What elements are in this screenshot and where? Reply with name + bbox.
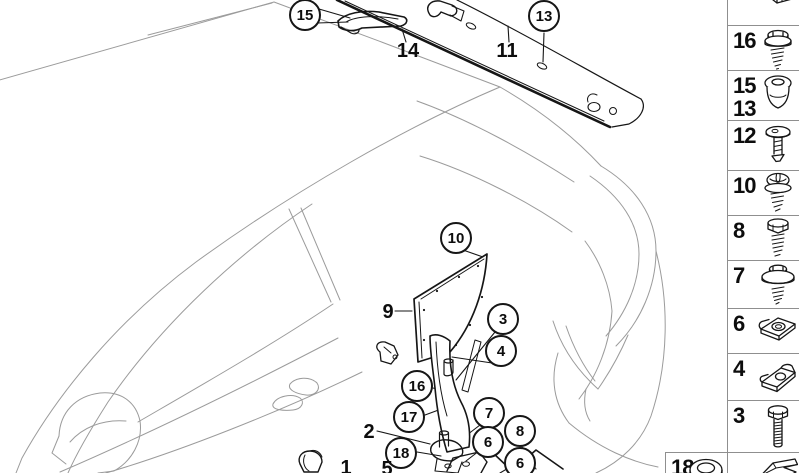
- hex-washer-screw-icon: [758, 27, 798, 73]
- legend-number-18: 18: [671, 455, 695, 473]
- speed-nut-clip-icon: [758, 310, 798, 356]
- side-mirror: [58, 392, 141, 473]
- part-label-9: 9: [382, 301, 394, 323]
- hex-bolt-icon: [758, 404, 798, 450]
- car-outline: [0, 1, 666, 473]
- door-handle-base: [272, 395, 303, 411]
- callout-circle-18-7: 18: [385, 437, 417, 469]
- legend-item-3: 3: [727, 400, 799, 452]
- flange-washer-screw-icon: [758, 262, 798, 308]
- legend-number-12: 12: [733, 123, 757, 148]
- push-rivet-icon: [758, 123, 798, 169]
- callout-circle-16-5: 16: [401, 370, 433, 402]
- legend-number-6: 6: [733, 311, 745, 336]
- callout-circle-7-8: 7: [473, 397, 505, 429]
- legend-item-10: 10: [727, 170, 799, 215]
- legend-number-3: 3: [733, 403, 745, 428]
- legend-number-8: 8: [733, 218, 745, 243]
- callout-circle-15-0: 15: [289, 0, 321, 31]
- legend-item-cage-nut-icon: [727, 0, 799, 25]
- legend-number-15: 15: [733, 73, 757, 98]
- door-handle: [288, 377, 319, 396]
- hex-screw-icon: [758, 216, 798, 262]
- legend-item-4: 4: [727, 353, 799, 400]
- part-14-drawing: [337, 10, 408, 35]
- callout-circle-6-11: 6: [504, 447, 536, 473]
- expansion-rivet-icon: [758, 73, 798, 119]
- callout-circle-10-2: 10: [440, 222, 472, 254]
- cage-nut-icon: [758, 0, 798, 26]
- callout-circle-4-4: 4: [485, 335, 517, 367]
- callout-circle-8-10: 8: [504, 415, 536, 447]
- legend-item-12: 12: [727, 120, 799, 170]
- clip-part-drawing: [298, 449, 323, 473]
- part-label-14: 14: [396, 40, 420, 62]
- legend-number-13: 13: [733, 96, 757, 121]
- part-11-roof-rail-drawing: [335, 0, 644, 129]
- legend-number-4: 4: [733, 356, 745, 381]
- callout-circle-13-1: 13: [528, 0, 560, 32]
- lower-trim-drawing: [429, 334, 564, 473]
- bent-bracket-icon: [758, 455, 798, 473]
- part-label-11: 11: [496, 40, 518, 62]
- grommet-icon: [686, 455, 726, 473]
- part-label-2: 2: [363, 421, 375, 443]
- legend-item-bent-bracket-icon: [727, 452, 799, 473]
- part-label-5: 5: [381, 458, 393, 473]
- phillips-screw-icon: [758, 171, 798, 217]
- legend-item-8: 8: [727, 215, 799, 260]
- legend-number-10: 10: [733, 173, 757, 198]
- taillight: [600, 165, 657, 347]
- legend-number-16: 16: [733, 28, 757, 53]
- callout-circle-17-6: 17: [393, 401, 425, 433]
- trim-parts: [298, 0, 644, 473]
- legend-item-16: 16: [727, 25, 799, 70]
- legend-number-7: 7: [733, 263, 745, 288]
- legend-item-18: 18: [665, 452, 727, 473]
- part-label-1: 1: [340, 457, 352, 473]
- spring-clip-icon: [758, 356, 798, 402]
- callout-circle-6-9: 6: [472, 426, 504, 458]
- leader-lines: [316, 8, 545, 473]
- callout-circle-3-3: 3: [487, 303, 519, 335]
- legend-item-7: 7: [727, 260, 799, 308]
- legend-item-6: 6: [727, 308, 799, 353]
